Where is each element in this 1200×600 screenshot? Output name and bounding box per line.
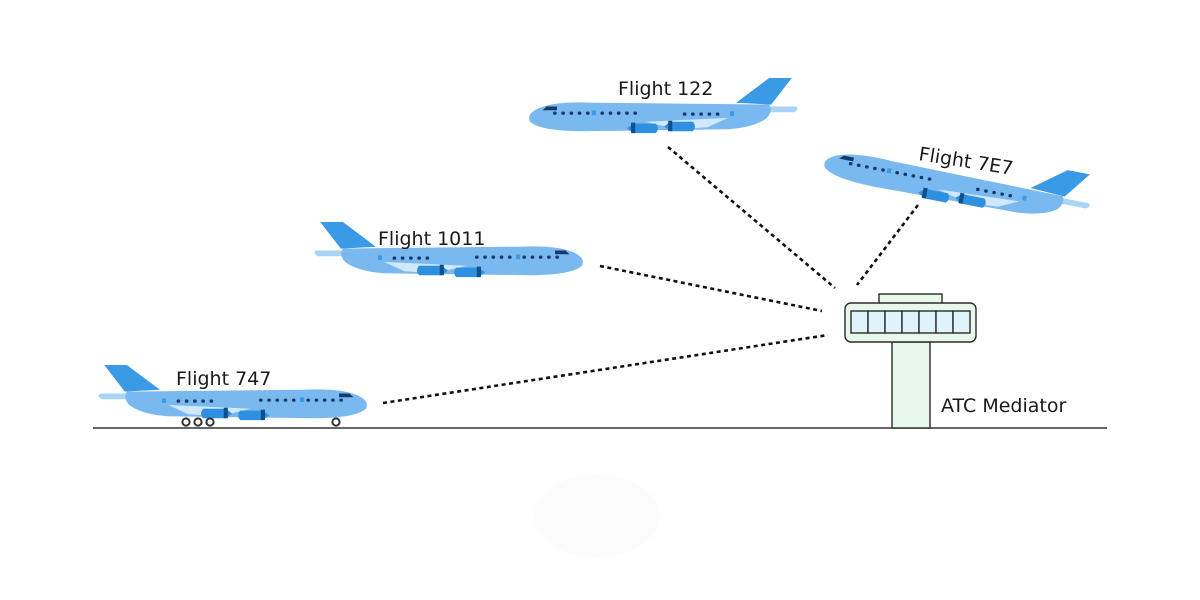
tower-shaft: [891, 341, 931, 429]
tower-window: [918, 310, 937, 334]
landing-gear: [181, 417, 341, 427]
tower-windows: [850, 310, 971, 334]
flight-7e7: Flight 7E7: [821, 124, 1096, 230]
link-flight-7e7: [855, 204, 920, 286]
link-flight-1011: [599, 264, 823, 313]
flight-747: Flight 747: [98, 365, 367, 427]
link-flight-747: [382, 333, 829, 405]
tower-window: [884, 310, 903, 334]
tower-window: [952, 310, 971, 334]
link-flight-122: [667, 146, 836, 289]
airplane-icon: [821, 124, 1096, 230]
flight-1011: Flight 1011: [314, 222, 583, 278]
tower-window: [901, 310, 920, 334]
tower-window: [935, 310, 954, 334]
flight-label: Flight 747: [176, 368, 271, 390]
flight-label: Flight 122: [618, 78, 713, 100]
flight-label: Flight 1011: [378, 228, 485, 250]
tower-label: ATC Mediator: [941, 395, 1066, 417]
tower-window: [850, 310, 869, 334]
tower-window: [867, 310, 886, 334]
flight-122: Flight 122: [529, 78, 798, 134]
atc-tower: [844, 293, 977, 429]
background-smudge: [534, 475, 660, 557]
